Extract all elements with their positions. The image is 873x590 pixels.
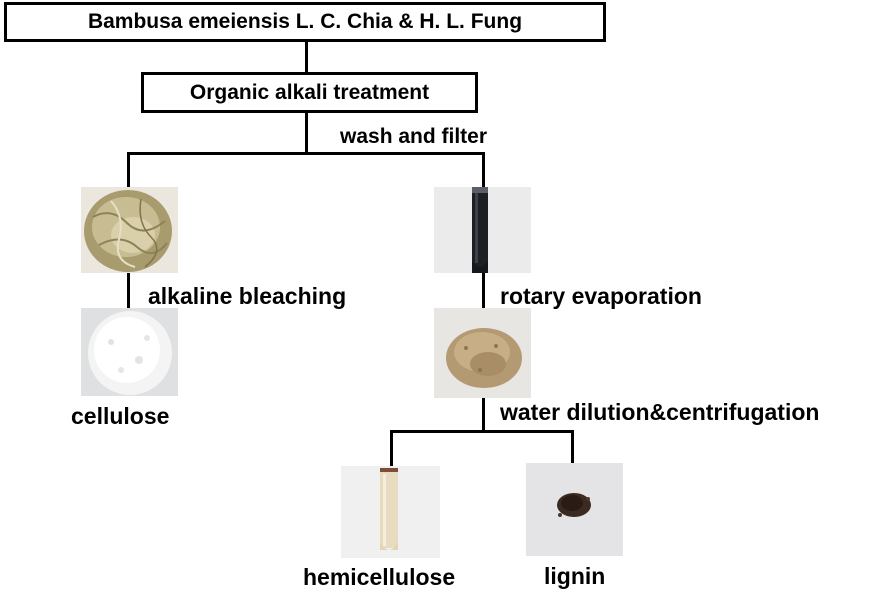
branch-drop-hemicellulose [390,430,393,466]
cellulose-photo [81,308,178,396]
connector-fiber-to-cellulose [127,273,130,308]
hemicellulose-label: hemicellulose [303,564,456,590]
lignin-label: lignin [544,563,606,589]
branch-line-bottom [390,430,574,433]
treatment-label: Organic alkali treatment [189,80,430,104]
connector-title-to-treatment [305,42,308,73]
black-liquor-tube-photo [434,187,531,273]
connector-treatment-to-branch [305,113,308,155]
branch-drop-right [482,152,485,187]
branch-line-top [127,152,485,155]
source-material-label: Bambusa emeiensis L. C. Chia & H. L. Fun… [87,10,523,33]
water-dilution-label: water dilution&centrifugation [500,399,820,425]
source-material-box: Bambusa emeiensis L. C. Chia & H. L. Fun… [4,2,606,42]
rotary-evaporation-label: rotary evaporation [500,283,702,309]
alkaline-bleaching-label: alkaline bleaching [148,283,347,309]
lignin-photo [526,463,623,556]
connector-tube-to-powder [482,273,485,308]
treatment-box: Organic alkali treatment [141,72,478,113]
wash-filter-label: wash and filter [340,125,488,148]
evaporated-powder-photo [434,308,531,398]
branch-drop-lignin [571,430,574,463]
hemicellulose-tube-photo [341,466,440,558]
connector-powder-to-branch [482,398,485,432]
cellulose-label: cellulose [71,403,170,429]
raw-bamboo-fiber-photo [81,187,178,273]
branch-drop-left [127,152,130,187]
